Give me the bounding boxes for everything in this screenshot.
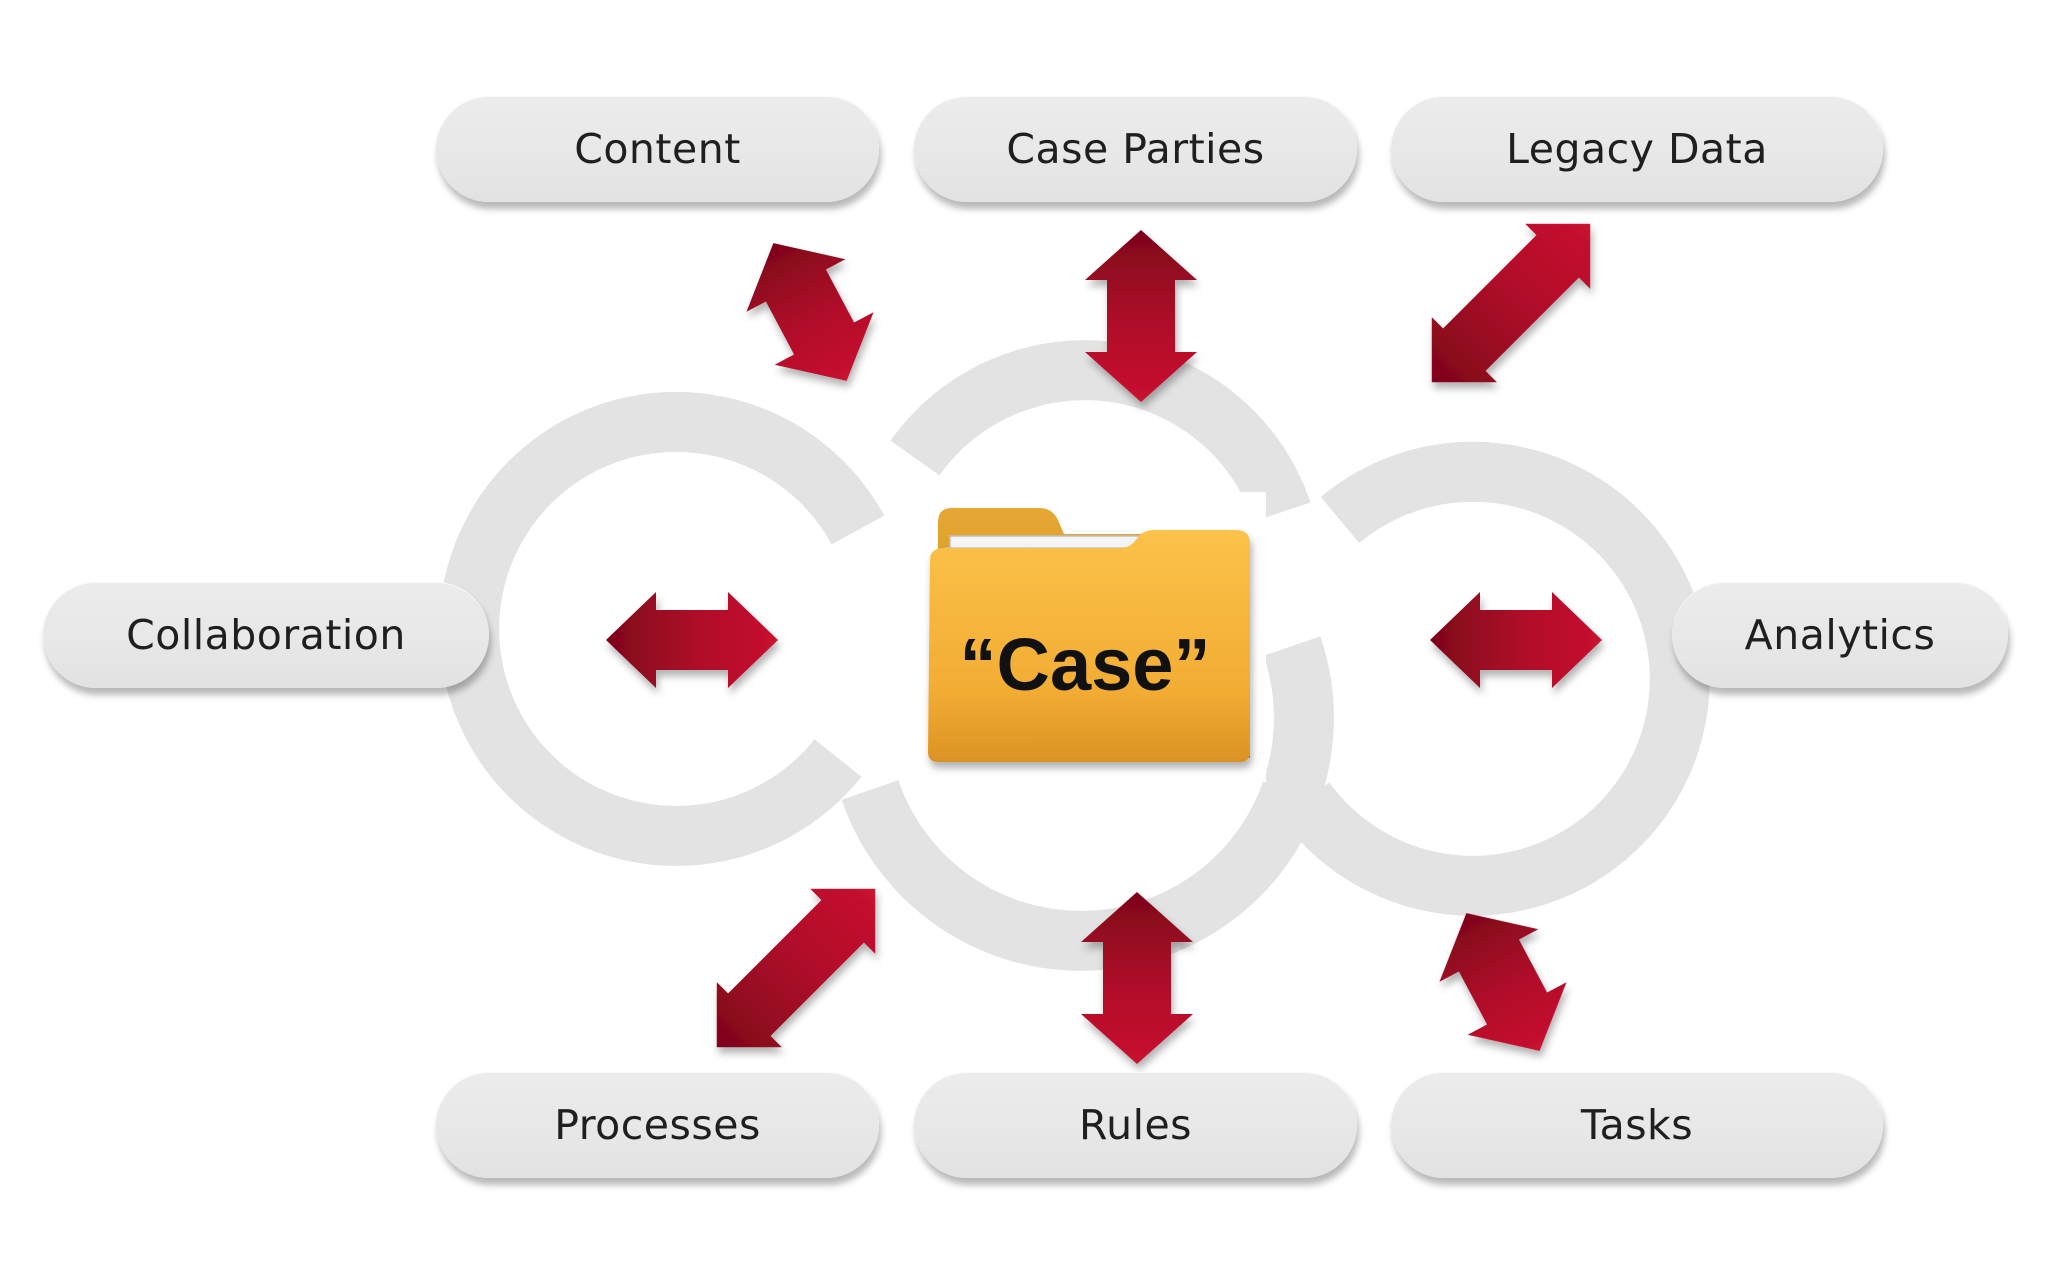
node-tasks: Tasks	[1391, 1072, 1883, 1178]
node-collaboration: Collaboration	[43, 582, 489, 688]
node-legacy-data: Legacy Data	[1391, 96, 1883, 202]
node-analytics: Analytics	[1672, 582, 2008, 688]
arrow-analytics	[1430, 592, 1602, 688]
arrow-rules	[1081, 892, 1193, 1064]
arrow-tasks	[1439, 913, 1567, 1051]
node-analytics-label: Analytics	[1744, 611, 1936, 659]
node-tasks-label: Tasks	[1580, 1101, 1694, 1149]
node-rules-label: Rules	[1078, 1101, 1193, 1149]
arrows	[606, 223, 1602, 1064]
node-content-label: Content	[574, 125, 741, 173]
node-rules: Rules	[914, 1072, 1357, 1178]
node-collaboration-label: Collaboration	[126, 611, 406, 659]
node-case-parties: Case Parties	[914, 96, 1357, 202]
case-label: “Case”	[959, 623, 1211, 706]
right-ring	[1280, 441, 1710, 916]
node-processes-label: Processes	[554, 1101, 761, 1149]
arrow-case-parties	[1085, 230, 1197, 402]
node-content: Content	[436, 96, 879, 202]
folder-icon	[904, 492, 1266, 782]
arrow-collaboration	[606, 592, 778, 688]
arrow-processes	[716, 888, 876, 1048]
node-legacy-data-label: Legacy Data	[1506, 125, 1768, 173]
node-processes: Processes	[436, 1072, 879, 1178]
folder-front	[928, 530, 1250, 762]
arrow-content	[746, 243, 874, 381]
case-folder: “Case”	[904, 492, 1266, 782]
arrow-legacy-data	[1431, 223, 1591, 383]
node-case-parties-label: Case Parties	[1006, 125, 1265, 173]
